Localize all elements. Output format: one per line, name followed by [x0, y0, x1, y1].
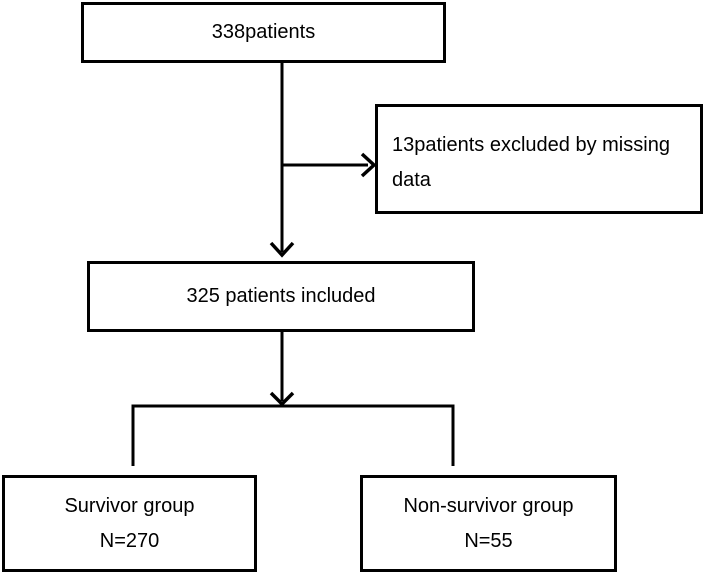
survivor-group-label: Survivor group [64, 494, 195, 517]
node-survivor-group: Survivor group N=270 [2, 475, 257, 572]
arrow-total-to-included [269, 63, 295, 258]
nonsurvivor-group-label: Non-survivor group [403, 494, 574, 517]
node-included-patients: 325 patients included [87, 261, 475, 332]
excluded-label-line1: 13patients excluded by missing [392, 134, 670, 156]
total-patients-label: 338patients [211, 21, 316, 43]
node-nonsurvivor-group: Non-survivor group N=55 [360, 475, 617, 572]
survivor-group-count: N=270 [99, 529, 160, 552]
excluded-label-line2: data [392, 169, 431, 191]
included-patients-label: 325 patients included [186, 285, 376, 307]
node-total-patients: 338patients [81, 2, 446, 63]
node-excluded-patients: 13patients excluded by missing data [375, 104, 703, 214]
arrow-to-excluded [282, 152, 377, 178]
branch-connector [131, 404, 455, 466]
arrow-included-to-split [269, 332, 295, 407]
nonsurvivor-group-count: N=55 [464, 529, 513, 552]
